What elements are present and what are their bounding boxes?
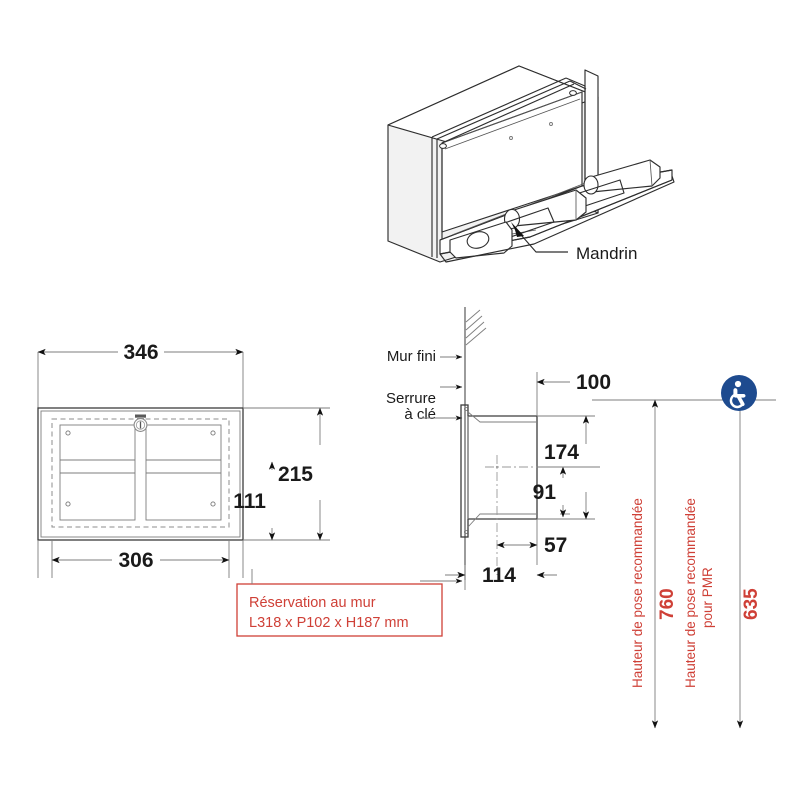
label-serrure-line2: à clé: [404, 406, 436, 423]
label-serrure-line1: Serrure: [386, 390, 436, 407]
mounting-value-pmr: 635: [741, 588, 762, 620]
mounting-label-standard: Hauteur de pose recommandée: [630, 498, 645, 688]
dim-depth-100: 100: [576, 371, 611, 394]
dim-overall-height: 215: [278, 463, 313, 486]
mandrin-label: Mandrin: [576, 244, 637, 263]
label-mur-fini: Mur fini: [387, 348, 436, 365]
dim-height-174: 174: [544, 441, 579, 464]
key-lock-front: [133, 414, 148, 432]
mounting-label-pmr-line1: Hauteur de pose recommandée: [683, 498, 698, 688]
dim-offset-114: 114: [482, 564, 516, 587]
dim-offset-57: 57: [544, 534, 567, 557]
mounting-value-standard: 760: [657, 588, 678, 620]
wheelchair-accessibility-icon: [721, 375, 757, 411]
front-view: 346 306: [37, 341, 330, 578]
reservation-note: Réservation au mur L318 x P102 x H187 mm: [236, 569, 463, 637]
isometric-view: Mandrin: [387, 65, 675, 263]
side-section-view: Mur fini Serrure à clé 100 174: [386, 307, 611, 590]
dim-inner-width: 306: [118, 549, 153, 572]
mounting-heights: Hauteur de pose recommandée 760 Hauteur …: [537, 399, 776, 729]
reservation-note-line2: L318 x P102 x H187 mm: [249, 615, 409, 631]
dim-inner-height: 111: [233, 490, 266, 513]
reservation-note-line1: Réservation au mur: [249, 595, 376, 611]
dim-height-91: 91: [533, 481, 557, 504]
dim-overall-width: 346: [123, 341, 158, 364]
mounting-label-pmr-line2: pour PMR: [700, 567, 715, 628]
